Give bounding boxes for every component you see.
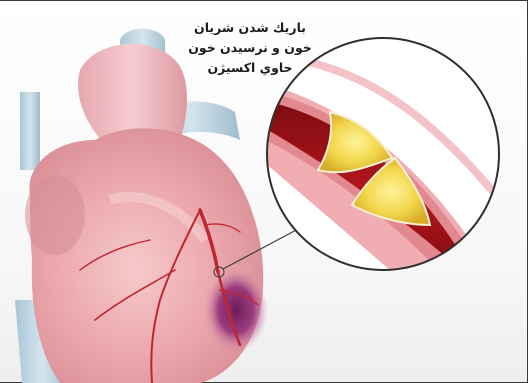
caption-line-2: خون و نرسيدن خون <box>150 38 350 58</box>
caption: باريك شدن شريان خون و نرسيدن خون حاوي اك… <box>150 18 350 78</box>
caption-line-1: باريك شدن شريان <box>150 18 350 38</box>
magnified-artery-view <box>250 38 520 330</box>
caption-line-3: حاوي اكسيژن <box>150 58 350 78</box>
infarct-area <box>204 268 268 352</box>
